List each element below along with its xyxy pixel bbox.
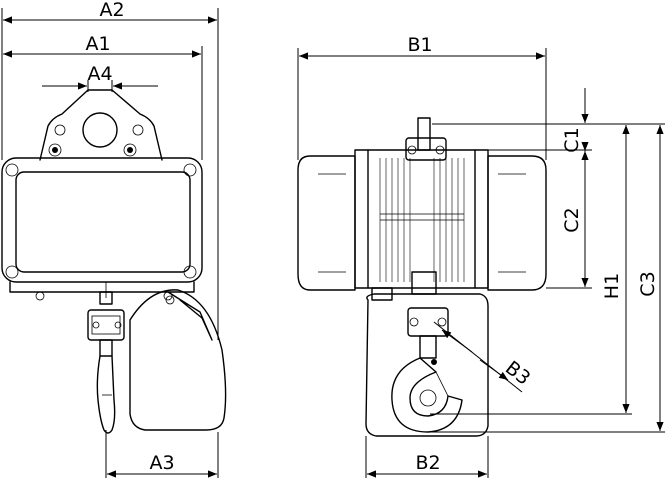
front-view — [1, 89, 227, 434]
label-a4: A4 — [87, 63, 112, 85]
side-view — [297, 117, 547, 437]
label-c1: C1 — [561, 127, 583, 152]
cooling-fins — [379, 158, 465, 282]
label-c2: C2 — [561, 207, 583, 232]
dimension-labels: A2 A1 A4 A3 B1 B2 B3 C1 C2 H1 C3 — [85, 0, 659, 474]
label-a2: A2 — [99, 0, 124, 21]
label-b3: B3 — [501, 357, 534, 390]
label-a3: A3 — [149, 452, 174, 474]
label-a1: A1 — [85, 33, 110, 55]
label-h1: H1 — [601, 273, 623, 299]
label-b1: B1 — [407, 34, 432, 56]
label-c3: C3 — [637, 271, 659, 296]
dimension-lines — [1, 8, 665, 478]
label-b2: B2 — [415, 452, 440, 474]
